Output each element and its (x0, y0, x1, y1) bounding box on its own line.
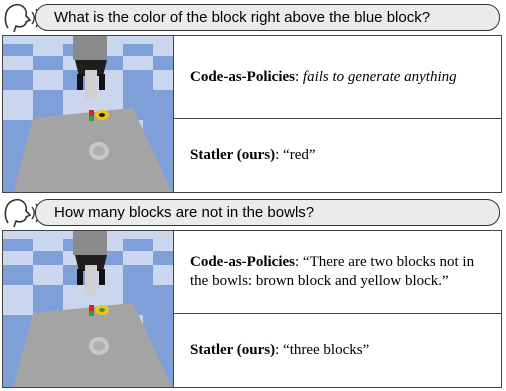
simulation-scene-image (3, 231, 174, 387)
answers-column: Code-as-Policies: fails to generate anyt… (174, 36, 501, 192)
baseline-method: Code-as-Policies (190, 68, 295, 85)
ours-answer: Statler (ours): “three blocks” (174, 313, 501, 387)
question-bubble: How many blocks are not in the bowls? (35, 199, 500, 226)
ours-answer: Statler (ours): “red” (174, 118, 501, 192)
baseline-text: “There are two blocks not in the bowls: … (190, 254, 475, 289)
ours-text: “three blocks” (283, 342, 370, 358)
ours-method: Statler (ours) (190, 342, 276, 358)
baseline-answer: Code-as-Policies: fails to generate anyt… (190, 68, 457, 85)
example-panel: Code-as-Policies: “There are two blocks … (2, 230, 502, 388)
baseline-method: Code-as-Policies (190, 254, 295, 270)
answers-column: Code-as-Policies: “There are two blocks … (174, 231, 501, 387)
ours-text: “red” (283, 147, 316, 163)
baseline-answer: Code-as-Policies: “There are two blocks … (190, 254, 475, 289)
question-text: What is the color of the block right abo… (54, 9, 431, 26)
simulation-scene-image (3, 36, 174, 192)
example-panel: Code-as-Policies: fails to generate anyt… (2, 35, 502, 193)
question-text: How many blocks are not in the bowls? (54, 204, 315, 221)
question-bubble: What is the color of the block right abo… (35, 4, 500, 31)
baseline-text: fails to generate anything (302, 68, 457, 85)
ours-method: Statler (ours) (190, 147, 276, 163)
